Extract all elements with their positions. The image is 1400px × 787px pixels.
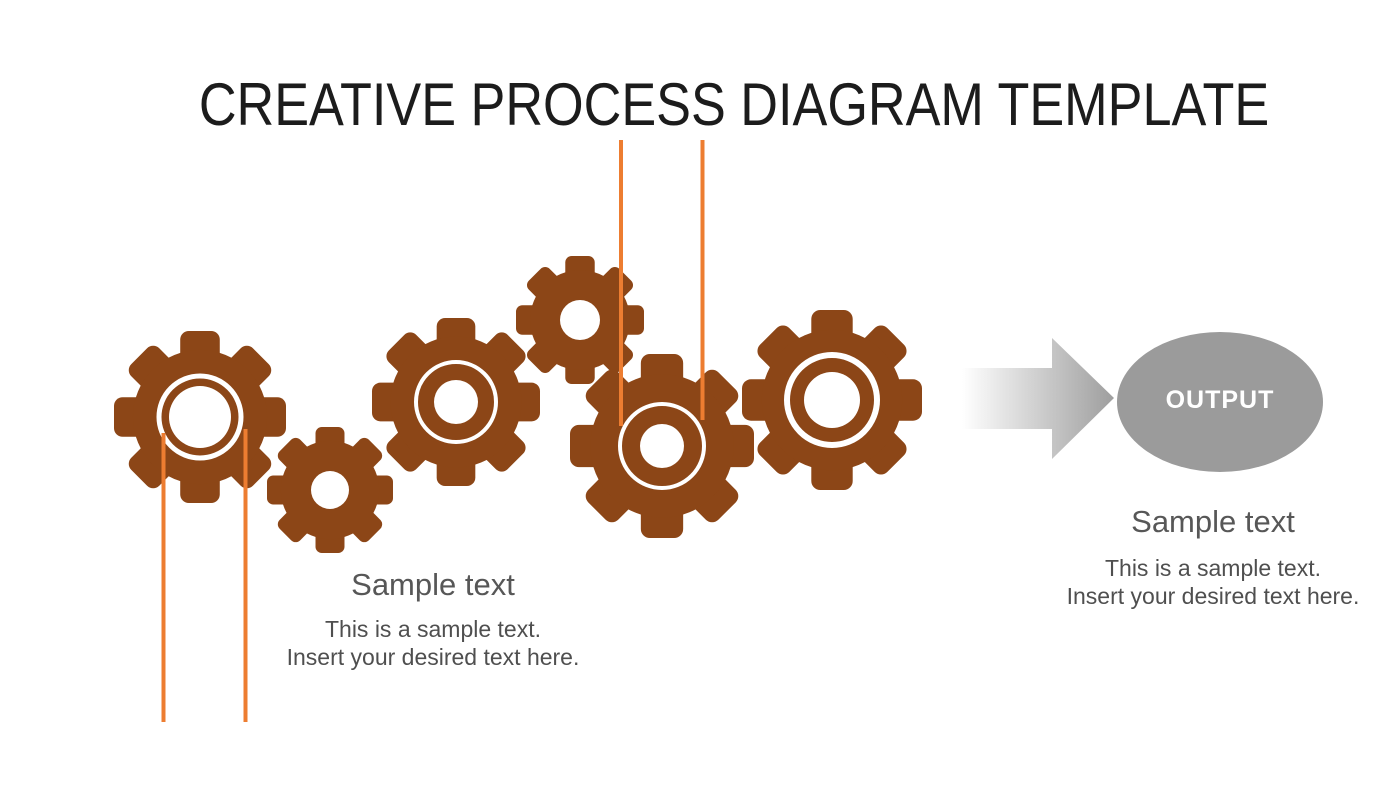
gear-icon: [570, 354, 754, 538]
slide-title: CREATIVE PROCESS DIAGRAM TEMPLATE: [198, 71, 1270, 139]
output-label: OUTPUT: [1165, 386, 1275, 414]
right-caption-line2: Insert your desired text here.: [1066, 583, 1360, 609]
gear-icon: [267, 427, 393, 553]
right-caption-line1: This is a sample text.: [1104, 555, 1322, 581]
right-caption-heading: Sample text: [1131, 504, 1295, 539]
left-caption-body: This is a sample text. Insert your desir…: [253, 615, 613, 671]
left-caption-line1: This is a sample text.: [324, 616, 542, 642]
left-caption-heading: Sample text: [351, 567, 515, 602]
right-caption-body: This is a sample text. Insert your desir…: [1033, 554, 1393, 610]
output-ellipse: [1117, 332, 1323, 472]
gear-icon: [516, 256, 644, 384]
gear-icon: [114, 331, 286, 503]
gear-icon: [372, 318, 540, 486]
gear-icon: [742, 310, 922, 490]
left-caption-line2: Insert your desired text here.: [286, 644, 580, 670]
arrow-right-icon: [962, 338, 1114, 459]
